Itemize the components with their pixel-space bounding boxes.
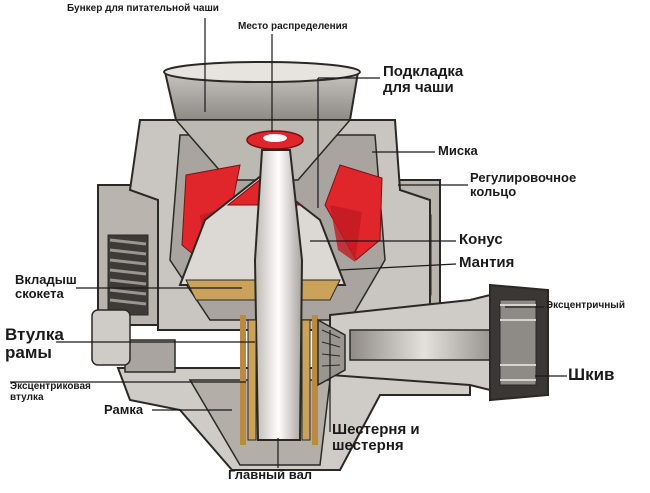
label-adjustment-ring-line1: Регулировочное: [470, 170, 577, 185]
label-bowl: Миска: [438, 143, 478, 158]
left-spring-housing: [91, 184, 159, 366]
label-mantle: Мантия: [459, 254, 515, 271]
label-socket-liner: Вкладыш скокета: [15, 273, 77, 300]
label-frame: Рамка: [104, 402, 144, 417]
label-socket-liner-line2: скокета: [15, 285, 64, 301]
label-eccentric-bushing-line1: Эксцентриковая: [10, 381, 91, 392]
label-feed-hopper: Бункер для питательной чаши: [67, 3, 219, 14]
countershaft-assembly: [317, 283, 549, 402]
label-gears-line1: Шестерня и: [332, 421, 420, 438]
label-bowl-liner-line2: для чаши: [383, 78, 454, 96]
label-frame-bushing-line1: Втулка: [5, 325, 64, 344]
label-gears-line2: шестерня: [332, 436, 404, 454]
distribution-plate: [246, 130, 304, 150]
label-adjustment-ring: Регулировочное кольцо: [470, 171, 576, 198]
label-bowl-liner-line1: Подкладка: [383, 63, 464, 80]
label-pulley: Шкив: [568, 365, 615, 384]
label-eccentric-bushing-line2: втулка: [10, 391, 44, 403]
label-main-shaft: Главный вал: [228, 467, 313, 482]
label-socket-liner-line1: Вкладыш: [15, 272, 77, 287]
main-shaft: [240, 149, 318, 445]
label-cone: Конус: [459, 231, 503, 248]
label-eccentric-bushing: Эксцентриковая втулка: [10, 381, 91, 403]
label-adjustment-ring-line2: кольцо: [470, 183, 517, 199]
label-bowl-liner: Подкладка для чаши: [383, 64, 463, 96]
label-frame-bushing-line2: рамы: [5, 342, 52, 362]
label-eccentric-right: Эксцентричный: [546, 300, 625, 311]
label-gears: Шестерня и шестерня: [332, 422, 420, 454]
label-distribution-point: Место распределения: [238, 21, 348, 32]
label-frame-bushing: Втулка рамы: [5, 326, 64, 362]
leader-lines: [10, 18, 567, 468]
